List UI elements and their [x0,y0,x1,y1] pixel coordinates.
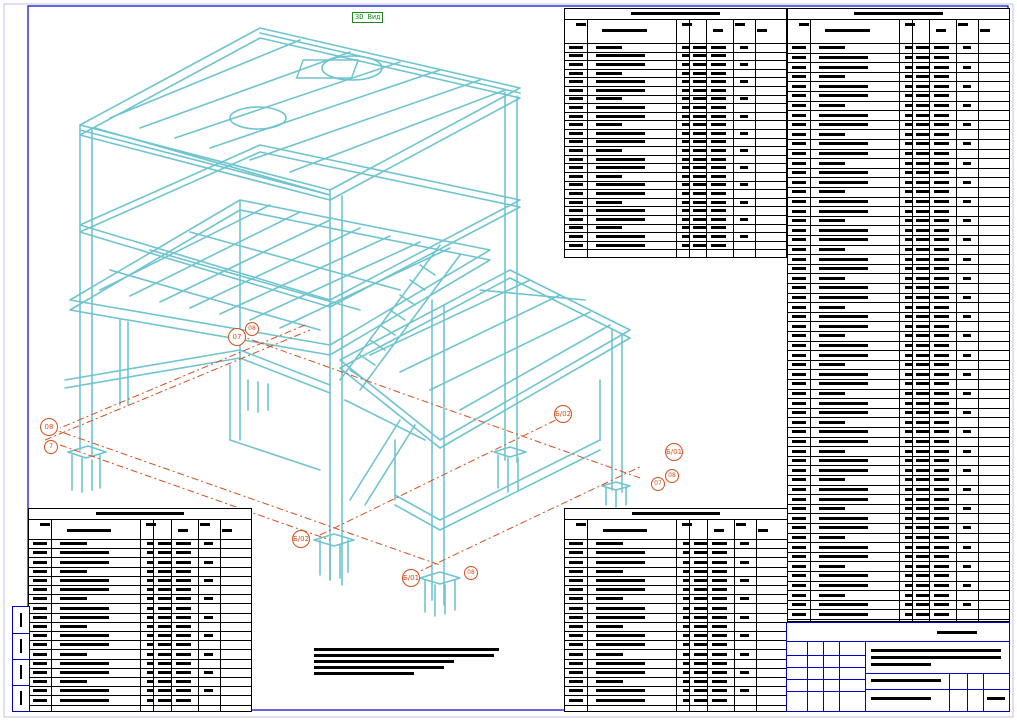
spec-table-3 [28,508,252,712]
grid-axis-tag: Б/01 [665,443,683,461]
title-block [786,622,1010,712]
grid-axis-tag: 08 [464,566,478,580]
grid-axis-tag: Б/01 [402,569,420,587]
steel-structure-3d-view [44,27,640,617]
grid-axis-tag: 08 [245,322,259,336]
spec-table-1 [564,8,787,258]
side-stamp [12,606,30,712]
grid-axis-tag: 07 [228,328,246,346]
grid-axis-tag: 08 [40,418,58,436]
grid-axis-tag: 7 [44,440,58,454]
grid-axis-tag: 08 [665,469,679,483]
grid-axis-tag: Б/02 [554,405,572,423]
view-label: 3D Вид [352,12,384,23]
grid-axis-tag: 07 [651,477,665,491]
spec-table-2 [787,8,1010,622]
grid-axis-tag: Б/02 [292,530,310,548]
spec-table-4 [564,508,788,712]
general-notes-block [314,648,504,678]
